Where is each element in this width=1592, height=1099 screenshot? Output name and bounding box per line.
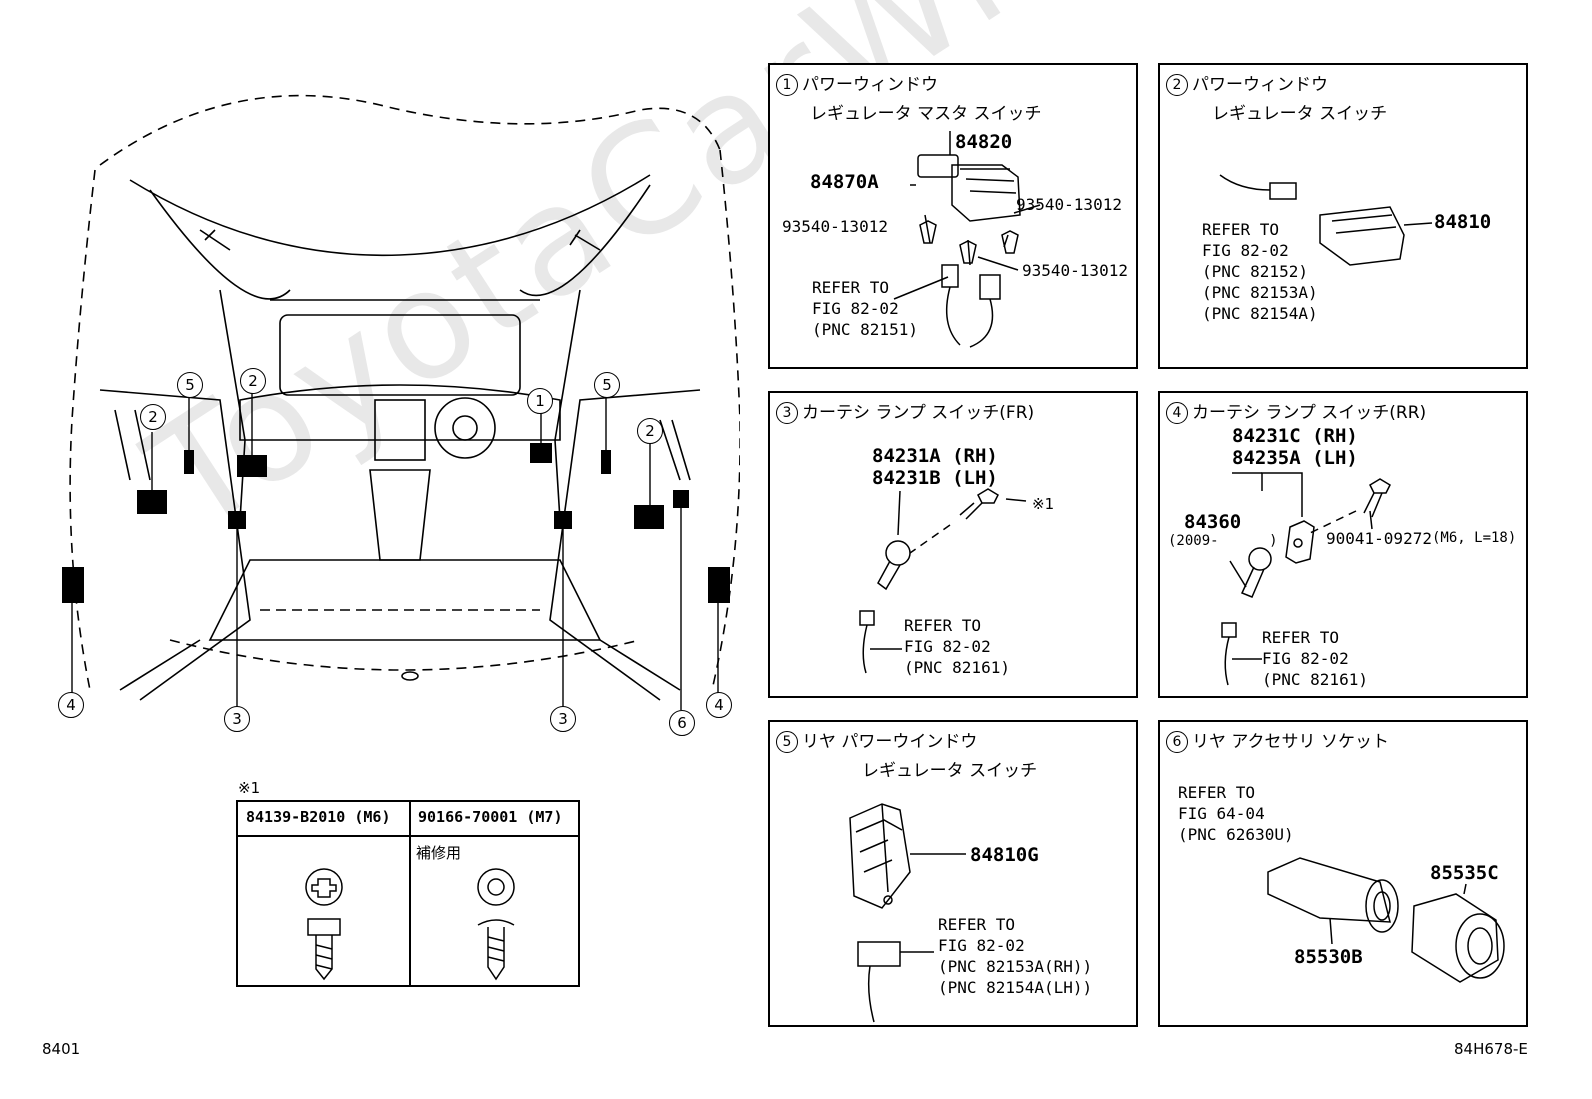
part-84820: 84820 [955, 131, 1013, 153]
panel-title: パワーウィンドウ [1192, 75, 1328, 95]
callout-3: 3 [550, 706, 576, 732]
panel-title: リヤ パワーウインドウ [802, 732, 978, 752]
rear-window-switch-drawing [849, 803, 966, 1023]
marker-block [708, 567, 730, 603]
marker-block [62, 567, 84, 603]
part-84235a: 84235A (LH) [1232, 447, 1358, 469]
callout-4: 4 [706, 692, 732, 718]
reference-note: REFER TO FIG 82-02 (PNC 82161) [1262, 628, 1368, 689]
vehicle-interior-drawing [69, 94, 740, 710]
part-84231b: 84231B (LH) [872, 467, 998, 489]
part-84870a: 84870A [810, 171, 879, 193]
fastener-part-2: 90166-70001 (M7) [418, 808, 563, 826]
panel-subtitle: レギュレータ スイッチ [862, 761, 1038, 781]
reference-note: REFER TO FIG 82-02 (PNC 82153A(RH)) (PNC… [938, 915, 1093, 997]
part-84231c: 84231C (RH) [1232, 425, 1358, 447]
marker-block [137, 490, 167, 514]
fastener-repair-note: 補修用 [416, 844, 462, 862]
callout-1: 1 [527, 388, 553, 414]
part-84231a: 84231A (RH) [872, 445, 998, 467]
fastener-note-mark: ※1 [238, 779, 261, 797]
part-84360-note: (2009- ) [1168, 533, 1278, 549]
callout-2: 2 [240, 368, 266, 394]
part-84810g: 84810G [970, 844, 1039, 866]
accessory-socket-drawing [1267, 857, 1505, 983]
marker-block [554, 511, 572, 529]
panel-subtitle: レギュレータ スイッチ [1212, 104, 1388, 124]
callout-3: 3 [224, 706, 250, 732]
callout-2: 2 [637, 418, 663, 444]
marker-block [601, 450, 611, 474]
panel-number: 3 [776, 402, 798, 424]
marker-block [530, 443, 552, 463]
panel-number: 6 [1166, 731, 1188, 753]
marker-block [237, 455, 267, 477]
fastener-table: 84139-B2010 (M6) 90166-70001 (M7) 補修用 [236, 800, 580, 987]
part-85530b: 85530B [1294, 946, 1363, 968]
part-90041-09272: 90041-09272 [1326, 529, 1432, 548]
master-switch-drawing [893, 131, 1041, 348]
reference-note: REFER TO FIG 82-02 (PNC 82151) [812, 278, 918, 339]
marker-block [634, 505, 664, 529]
fastener-mark: ※1 [1032, 495, 1055, 513]
marker-block [228, 511, 246, 529]
callout-4: 4 [58, 692, 84, 718]
panel-title: リヤ アクセサリ ソケット [1192, 732, 1389, 752]
callout-6: 6 [669, 710, 695, 736]
courtesy-switch-fr-drawing [859, 488, 1027, 674]
panel-subtitle: レギュレータ マスタ スイッチ [810, 104, 1042, 124]
callout-5: 5 [594, 372, 620, 398]
reference-note: REFER TO FIG 64-04 (PNC 62630U) [1178, 783, 1294, 844]
reference-note: REFER TO FIG 82-02 (PNC 82161) [904, 616, 1010, 677]
courtesy-switch-rr-drawing [1221, 472, 1391, 686]
bolt-spec: (M6, L=18) [1432, 530, 1517, 546]
panel-title: パワーウィンドウ [802, 75, 938, 95]
part-screw: 93540-13012 [1022, 261, 1128, 280]
panel-title: カーテシ ランプ スイッチ(RR) [1192, 403, 1427, 423]
part-84360: 84360 [1184, 511, 1242, 533]
reference-note: REFER TO FIG 82-02 (PNC 82152) (PNC 8215… [1202, 220, 1318, 323]
callout-5: 5 [177, 372, 203, 398]
page-code-left: 8401 [42, 1040, 81, 1058]
panel-number: 4 [1166, 402, 1188, 424]
marker-block [673, 490, 689, 508]
marker-block [184, 450, 194, 474]
part-screw: 93540-13012 [782, 217, 888, 236]
fastener-part-1: 84139-B2010 (M6) [246, 808, 391, 826]
part-screw: 93540-13012 [1016, 195, 1122, 214]
fastener-drawings [305, 868, 515, 981]
window-switch-drawing [1219, 174, 1433, 266]
panel-number: 1 [776, 74, 798, 96]
page-code-right: 84H678-E [1454, 1040, 1528, 1058]
part-84810: 84810 [1434, 211, 1492, 233]
callout-2: 2 [140, 404, 166, 430]
part-85535c: 85535C [1430, 862, 1499, 884]
panel-number: 5 [776, 731, 798, 753]
panel-number: 2 [1166, 74, 1188, 96]
panel-title: カーテシ ランプ スイッチ(FR) [802, 403, 1035, 423]
